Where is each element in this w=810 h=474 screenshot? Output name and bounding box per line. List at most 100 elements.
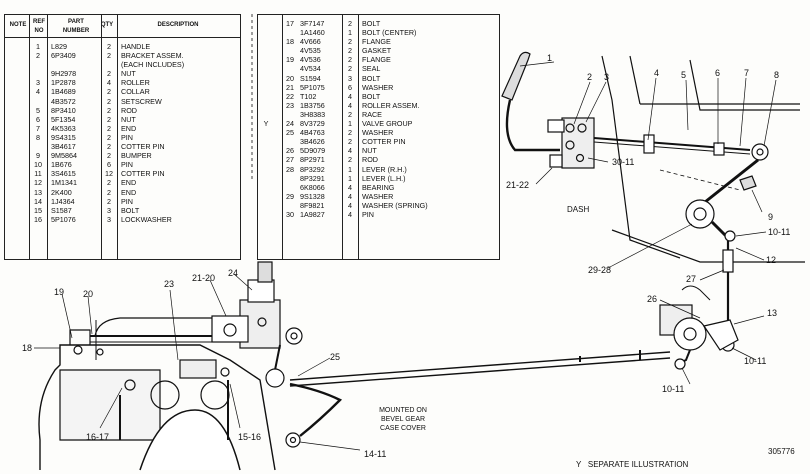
cell-desc: LEVER (R.H.) — [362, 164, 407, 174]
cell-ref: 21 — [286, 82, 294, 92]
cell-desc: WASHER (SPRING) — [362, 200, 428, 210]
cell-ref: 16 — [34, 214, 42, 224]
cell-qty: 2 — [107, 123, 111, 133]
cell-ref: 15 — [34, 205, 42, 215]
callout-1: 1 — [547, 53, 553, 63]
callout-30-11: 30-11 — [612, 157, 635, 167]
cell-ref: 24 — [286, 119, 294, 129]
cell-part: 1M1341 — [51, 178, 77, 188]
callout-18: 18 — [22, 343, 33, 353]
cell-qty: 2 — [107, 105, 111, 115]
cell-ref: 23 — [286, 100, 294, 110]
parts-table-left: NOTE REF NO PART NUMBER QTY DESCRIPTION … — [4, 14, 241, 260]
cell-desc: END — [121, 178, 137, 188]
cell-desc: COTTER PIN — [121, 169, 165, 179]
cell-ref: 22 — [286, 91, 294, 101]
handle-shape — [501, 51, 531, 101]
cell-part: 9M5864 — [51, 151, 77, 161]
cell-desc: VALVE GROUP — [362, 119, 413, 129]
cell-desc: END — [121, 187, 137, 197]
cell-qty: 6 — [348, 82, 352, 92]
cell-part: 8P3292 — [300, 164, 325, 174]
cell-qty: 2 — [348, 37, 352, 47]
cell-qty: 2 — [107, 196, 111, 206]
cell-desc: SETSCREW — [121, 96, 162, 106]
cell-part: T102 — [300, 91, 317, 101]
cell-part: 3B4617 — [51, 142, 76, 152]
callout-29-28: 29-28 — [588, 265, 612, 275]
cell-desc: HANDLE — [121, 42, 151, 51]
cell-qty: 1 — [348, 164, 352, 174]
cell-ref: 30 — [286, 209, 294, 219]
cell-part: 8P3410 — [51, 105, 76, 115]
cell-qty: 2 — [107, 187, 111, 197]
cell-qty: 2 — [107, 42, 111, 51]
cell-part: 1B3756 — [300, 100, 325, 110]
cell-part: 9S1328 — [300, 191, 325, 201]
cell-part: 5P1075 — [300, 82, 325, 92]
cell-qty: 4 — [348, 91, 352, 101]
cell-part: 8V3729 — [300, 119, 325, 129]
cell-desc: NUT — [121, 114, 136, 124]
cell-qty: 2 — [107, 69, 111, 79]
cell-qty: 4 — [348, 209, 352, 219]
cell-ref: 11 — [34, 169, 42, 179]
callout-8: 8 — [774, 70, 780, 80]
cell-part: 1A1460 — [300, 28, 325, 38]
header-qty: QTY — [100, 22, 114, 28]
cell-part: 1B4689 — [51, 87, 76, 97]
dash-label: DASH — [567, 205, 590, 214]
cell-ref: 9 — [36, 151, 40, 161]
cell-ref: 7 — [36, 123, 40, 133]
callout-10-11-upper: 10-11 — [768, 227, 791, 237]
callout-4: 4 — [654, 68, 660, 78]
cell-part: 3S4615 — [51, 169, 76, 179]
cell-qty: 2 — [348, 128, 352, 138]
cell-desc: BOLT — [362, 19, 381, 28]
callout-24: 24 — [228, 268, 239, 278]
cell-part: 8P2971 — [300, 155, 325, 165]
cell-part: 3B4626 — [300, 137, 325, 147]
cell-qty: 4 — [348, 200, 352, 210]
cell-qty: 2 — [107, 142, 111, 152]
cell-desc: FLANGE — [362, 37, 391, 47]
header-part-number: PART NUMBER — [62, 19, 90, 35]
cell-part: 4K5363 — [51, 123, 76, 133]
callout-10-11-right: 10-11 — [744, 356, 767, 366]
cell-ref: 5 — [36, 105, 40, 115]
callout-25: 25 — [330, 352, 341, 362]
cell-part: 2K400 — [51, 187, 72, 197]
cell-ref: 3 — [36, 78, 40, 88]
callout-13: 13 — [767, 308, 778, 318]
cell-qty: 2 — [348, 55, 352, 65]
cell-qty: 1 — [348, 173, 352, 183]
cell-desc: BOLT — [121, 205, 140, 215]
cell-ref: 19 — [286, 55, 294, 65]
cell-qty: 6 — [107, 160, 111, 170]
cell-desc: GASKET — [362, 46, 392, 56]
cell-part: 9S4315 — [51, 132, 76, 142]
cell-ref: 12 — [34, 178, 42, 188]
cell-desc: PIN — [121, 196, 133, 206]
